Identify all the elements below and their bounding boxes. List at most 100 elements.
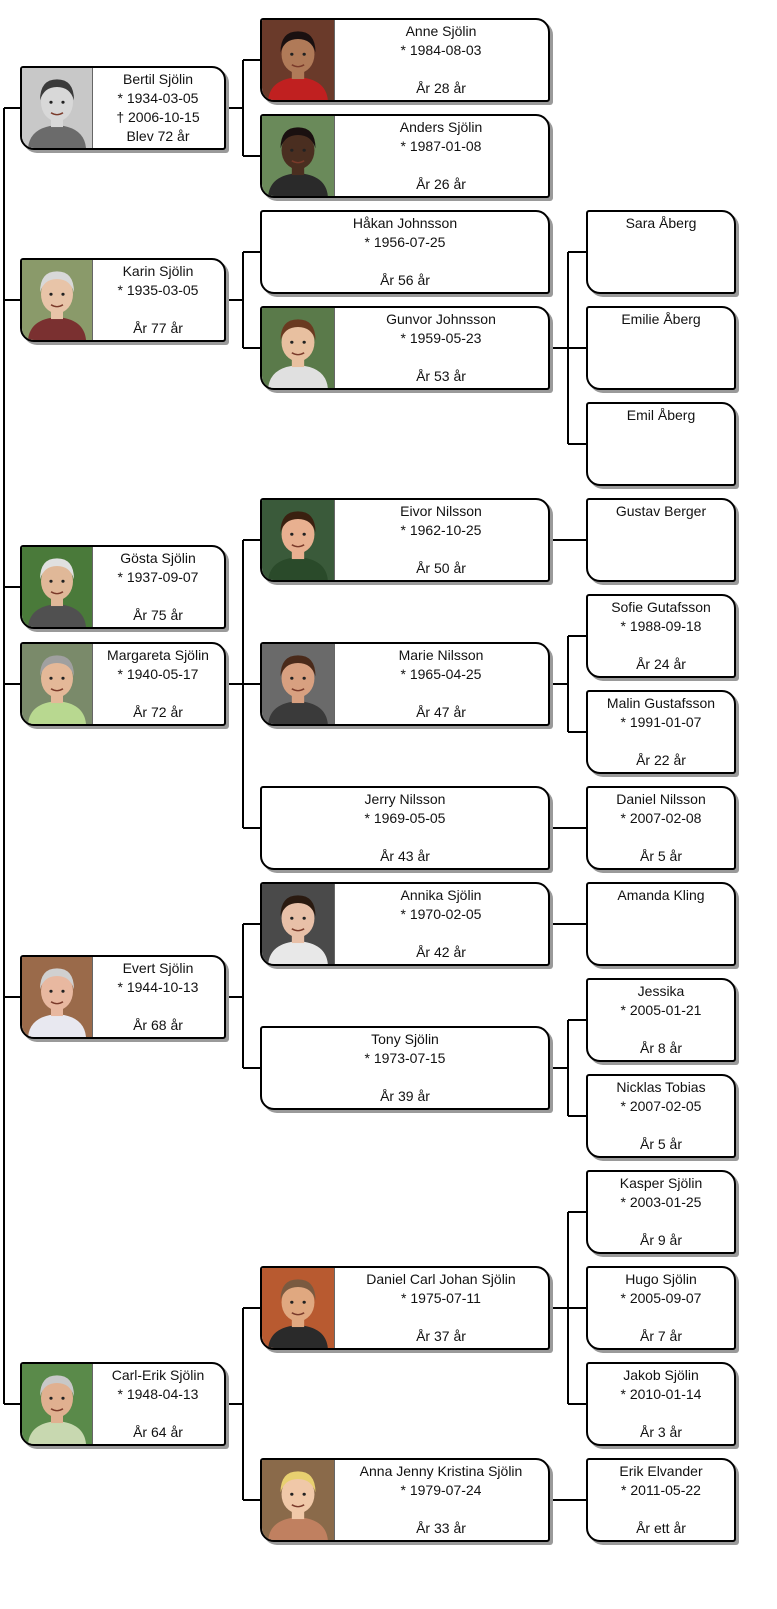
person-name: Evert Sjölin	[122, 960, 194, 976]
person-name: Daniel Nilsson	[616, 791, 706, 807]
person-name: Gustav Berger	[615, 503, 707, 519]
person-details: Amanda Kling	[588, 884, 734, 964]
person-age: År 5 år	[639, 848, 682, 864]
person-name: Karin Sjölin	[122, 263, 194, 279]
person-details: Daniel Nilsson * 2007-02-08 År 5 år	[588, 788, 734, 868]
person-name: Carl-Erik Sjölin	[111, 1367, 205, 1383]
person-details: Hugo Sjölin * 2005-09-07 År 7 år	[588, 1268, 734, 1348]
portrait-photo	[262, 500, 335, 580]
person-age: År 77 år	[133, 320, 183, 336]
birth-date: * 1979-07-24	[400, 1482, 482, 1498]
person-name: Anna Jenny Kristina Sjölin	[359, 1463, 523, 1479]
person-name: Håkan Johnsson	[352, 215, 458, 231]
birth-date: * 1965-04-25	[400, 666, 482, 682]
person-name: Annika Sjölin	[400, 887, 482, 903]
person-age: År 7 år	[639, 1328, 682, 1344]
person-card-amanda[interactable]: Amanda Kling	[586, 882, 736, 966]
person-name: Anne Sjölin	[405, 23, 477, 39]
person-age: Blev 72 år	[126, 128, 190, 144]
person-age: År 22 år	[636, 752, 686, 768]
portrait-photo	[22, 957, 93, 1037]
person-card-danieln[interactable]: Daniel Nilsson * 2007-02-08 År 5 år	[586, 786, 736, 870]
birth-date: * 1973-07-15	[364, 1050, 446, 1066]
person-card-hugo[interactable]: Hugo Sjölin * 2005-09-07 År 7 år	[586, 1266, 736, 1350]
person-card-gustav[interactable]: Gustav Berger	[586, 498, 736, 582]
person-age: År 9 år	[639, 1232, 682, 1248]
person-details: Gustav Berger	[588, 500, 734, 580]
portrait-photo	[262, 1268, 335, 1348]
birth-date: * 2007-02-08	[620, 810, 702, 826]
person-name: Jerry Nilsson	[364, 791, 446, 807]
birth-date: * 1956-07-25	[364, 234, 446, 250]
person-name: Bertil Sjölin	[122, 71, 194, 87]
birth-date: * 1944-10-13	[117, 979, 199, 995]
birth-date: * 1991-01-07	[620, 714, 702, 730]
birth-date: * 1935-03-05	[117, 282, 199, 298]
person-card-emil[interactable]: Emil Åberg	[586, 402, 736, 486]
portrait-photo	[22, 644, 93, 724]
birth-date: * 2005-01-21	[620, 1002, 702, 1018]
person-name: Sara Åberg	[625, 215, 697, 231]
person-name: Gösta Sjölin	[120, 550, 196, 566]
person-name: Sofie Gutafsson	[611, 599, 711, 615]
birth-date: * 1975-07-11	[401, 1290, 481, 1306]
person-card-anders[interactable]: Anders Sjölin * 1987-01-08 År 26 år	[260, 114, 550, 198]
birth-date: * 2005-09-07	[620, 1290, 702, 1306]
person-card-sara[interactable]: Sara Åberg	[586, 210, 736, 294]
person-card-karin[interactable]: Karin Sjölin * 1935-03-05 År 77 år	[20, 258, 226, 342]
person-age: År 53 år	[416, 368, 466, 384]
person-details: Sara Åberg	[588, 212, 734, 292]
death-date: † 2006-10-15	[116, 109, 200, 125]
person-age: År 43 år	[380, 848, 430, 864]
portrait-photo	[22, 260, 93, 340]
person-details: Emil Åberg	[588, 404, 734, 484]
portrait-photo	[262, 644, 335, 724]
person-name: Anders Sjölin	[399, 119, 483, 135]
person-age: År 33 år	[416, 1520, 466, 1536]
birth-date: * 2011-05-22	[621, 1482, 701, 1498]
person-age: År 72 år	[133, 704, 183, 720]
person-name: Marie Nilsson	[398, 647, 484, 663]
birth-date: * 1987-01-08	[400, 138, 482, 154]
person-name: Margareta Sjölin	[107, 647, 209, 663]
portrait-photo	[262, 884, 335, 964]
person-name: Hugo Sjölin	[625, 1271, 697, 1287]
person-details: Karin Sjölin * 1935-03-05 År 77 år	[92, 260, 224, 340]
person-age: År 26 år	[416, 176, 466, 192]
birth-date: * 1948-04-13	[117, 1386, 199, 1402]
person-card-emilie[interactable]: Emilie Åberg	[586, 306, 736, 390]
